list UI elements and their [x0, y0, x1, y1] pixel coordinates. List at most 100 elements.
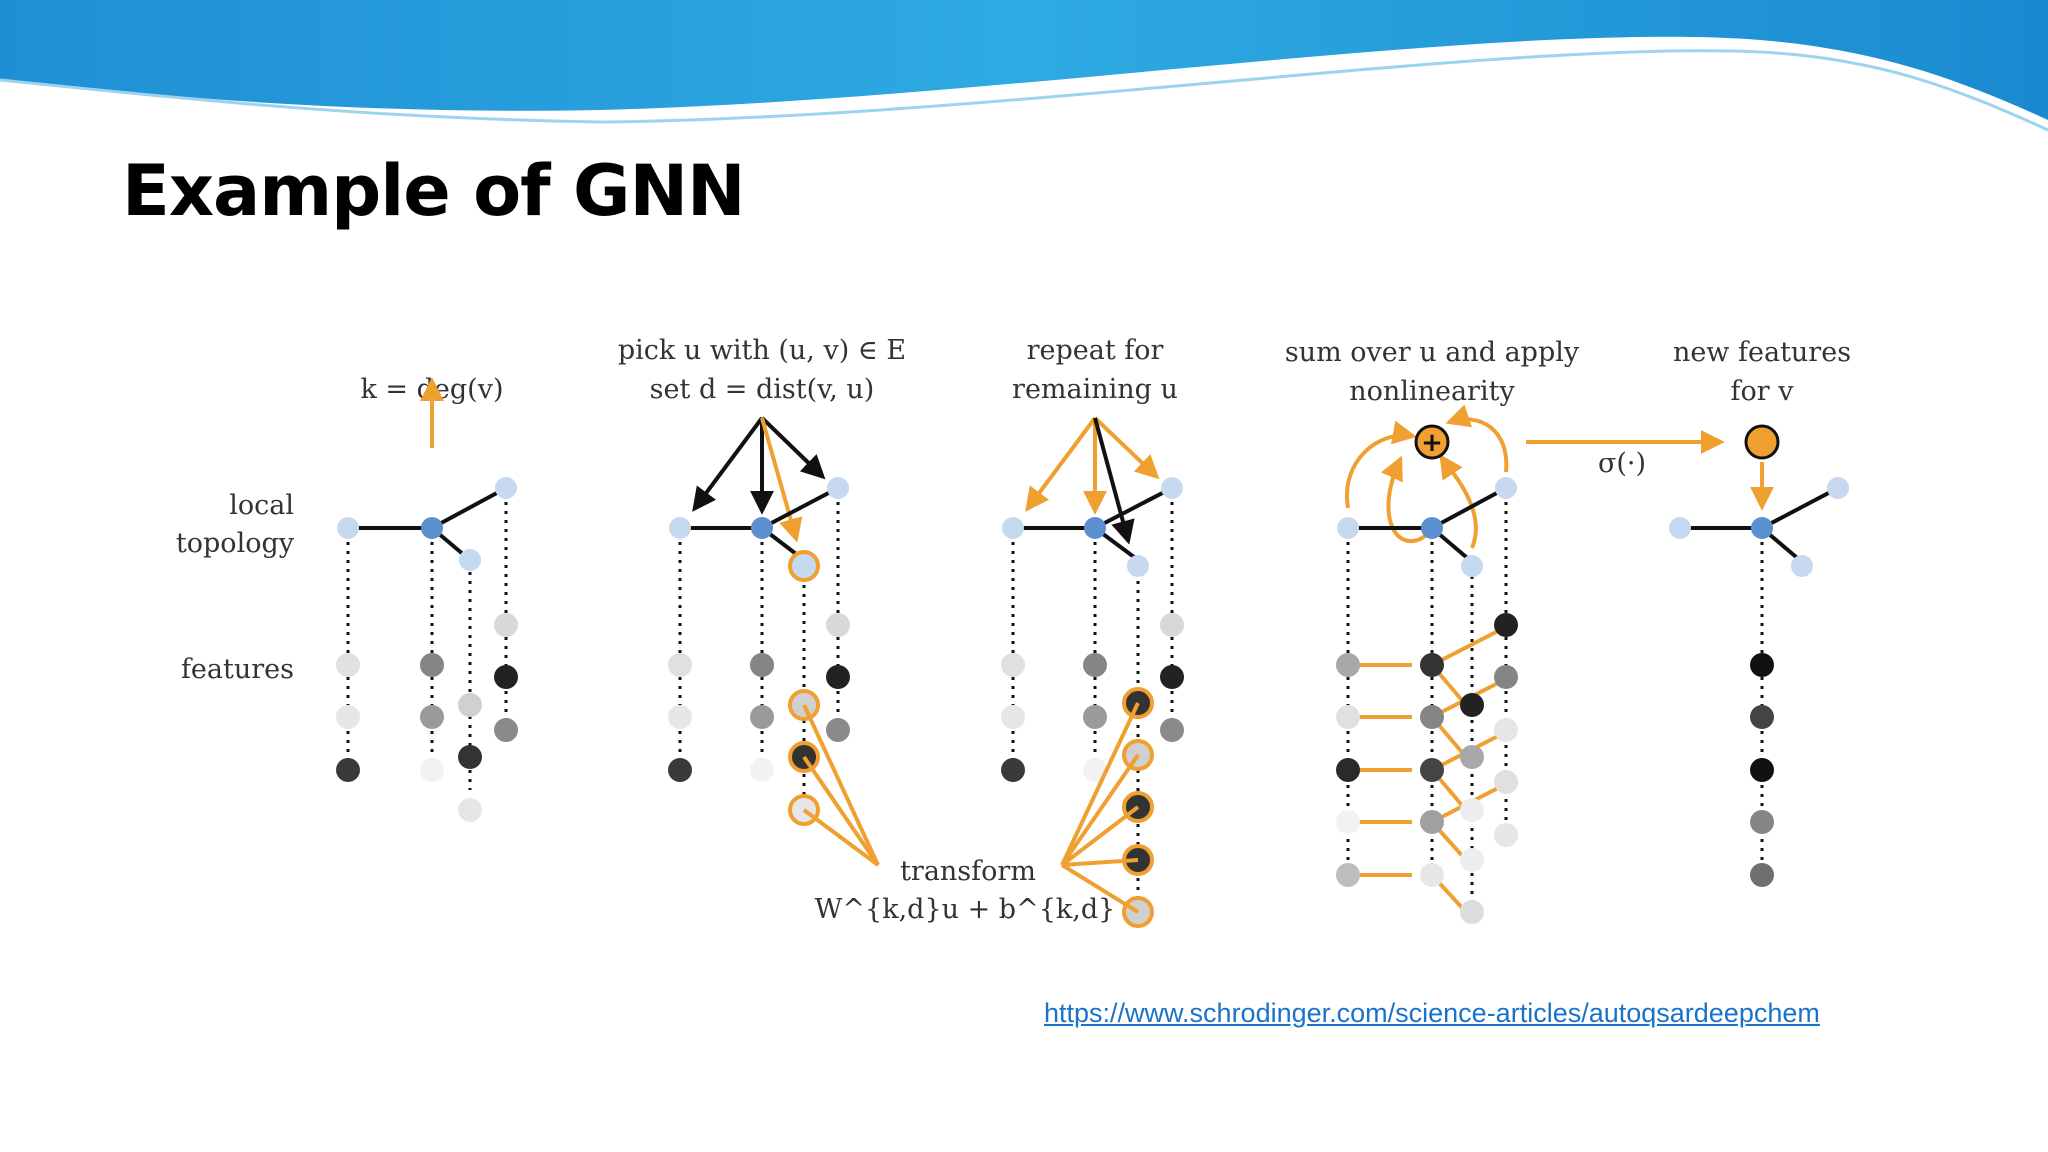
feature-dot [1460, 798, 1484, 822]
feature-dot [1494, 718, 1518, 742]
feature-dot [1083, 705, 1107, 729]
transform-label-line1: transform [900, 856, 1036, 887]
sigma-label: σ(·) [1598, 448, 1646, 479]
step5-label-line1: new features [1673, 337, 1851, 368]
header-wave-decoration [0, 0, 2048, 132]
step3-label-line1: repeat for [1027, 335, 1164, 366]
new-feature-dot [1750, 705, 1774, 729]
feature-dot [1460, 900, 1484, 924]
feature-dot [494, 665, 518, 689]
feature-dot [826, 613, 850, 637]
gnn-diagram: local topology features k = deg(v) pick … [176, 335, 1851, 928]
feature-dot [1420, 705, 1444, 729]
feature-dot [1420, 758, 1444, 782]
feature-dot [750, 705, 774, 729]
selected-neighbor-node [788, 550, 820, 582]
feature-dot [1001, 653, 1025, 677]
feature-dot [336, 653, 360, 677]
feature-dot [1160, 613, 1184, 637]
feature-dot [458, 693, 482, 717]
neighbor-node [1337, 517, 1359, 539]
center-node [751, 517, 773, 539]
feature-dot [668, 758, 692, 782]
feature-dot [1494, 770, 1518, 794]
feature-dot [336, 705, 360, 729]
panel-pick-neighbor [668, 416, 880, 867]
step5-label-line2: for v [1731, 376, 1795, 407]
panel-new-features [1669, 424, 1849, 887]
feature-dot [1336, 863, 1360, 887]
feature-dot [1494, 823, 1518, 847]
feature-dot [1460, 745, 1484, 769]
feature-dot [458, 745, 482, 769]
feature-dot [420, 705, 444, 729]
neighbor-node [1791, 555, 1813, 577]
feature-dot [1494, 613, 1518, 637]
new-feature-dot [1750, 653, 1774, 677]
center-node [421, 517, 443, 539]
neighbor-node [827, 477, 849, 499]
feature-dot [750, 758, 774, 782]
sum-node [1414, 424, 1450, 460]
step4-label-line2: nonlinearity [1349, 376, 1515, 407]
feature-dot [1460, 693, 1484, 717]
neighbor-node [1669, 517, 1691, 539]
feature-dot [1083, 653, 1107, 677]
feature-dot [1160, 718, 1184, 742]
feature-dot [1420, 863, 1444, 887]
step4-label-line1: sum over u and apply [1285, 337, 1580, 368]
feature-dot [420, 758, 444, 782]
step3-label-line2: remaining u [1012, 374, 1178, 405]
feature-dot [1420, 653, 1444, 677]
feature-dot [1336, 810, 1360, 834]
neighbor-node [669, 517, 691, 539]
feature-dot [668, 653, 692, 677]
feature-dot [1083, 758, 1107, 782]
feature-dot [750, 653, 774, 677]
feature-dot [1001, 705, 1025, 729]
neighbor-node [495, 477, 517, 499]
new-feature-dot [1750, 810, 1774, 834]
feature-dot [494, 718, 518, 742]
neighbor-node [1461, 555, 1483, 577]
new-feature-node [1744, 424, 1780, 460]
neighbor-node [1002, 517, 1024, 539]
feature-dot [336, 758, 360, 782]
row-label-local: local [229, 490, 294, 521]
feature-dot [1336, 653, 1360, 677]
feature-dot [420, 653, 444, 677]
neighbor-node [337, 517, 359, 539]
feature-dot [826, 718, 850, 742]
neighbor-node [1127, 555, 1149, 577]
step2-label-line2: set d = dist(v, u) [650, 374, 875, 405]
feature-dot [458, 798, 482, 822]
neighbor-node [1161, 477, 1183, 499]
neighbor-node [1827, 477, 1849, 499]
panel-repeat [1001, 416, 1184, 928]
feature-dot [1420, 810, 1444, 834]
feature-dot [1001, 758, 1025, 782]
source-link[interactable]: https://www.schrodinger.com/science-arti… [1044, 998, 1820, 1028]
feature-dot [494, 613, 518, 637]
panel-sum: + [1336, 404, 1725, 924]
feature-dot [1336, 705, 1360, 729]
neighbor-node [1495, 477, 1517, 499]
feature-dot [826, 665, 850, 689]
step2-label-line1: pick u with (u, v) ∈ E [618, 335, 906, 366]
row-label-features: features [181, 654, 294, 685]
new-feature-dot [1750, 863, 1774, 887]
transform-label-line2: W^{k,d}u + b^{k,d} [815, 894, 1116, 925]
new-feature-dot [1750, 758, 1774, 782]
feature-dot [668, 705, 692, 729]
center-node [1084, 517, 1106, 539]
feature-dot [1494, 665, 1518, 689]
slide-title: Example of GNN [122, 150, 746, 232]
center-node [1421, 517, 1443, 539]
feature-dot [1336, 758, 1360, 782]
center-node [1751, 517, 1773, 539]
plus-symbol: + [1421, 428, 1443, 458]
feature-dot [1160, 665, 1184, 689]
panel-degree [336, 377, 518, 822]
feature-dot [1460, 848, 1484, 872]
row-label-topology: topology [176, 528, 295, 559]
